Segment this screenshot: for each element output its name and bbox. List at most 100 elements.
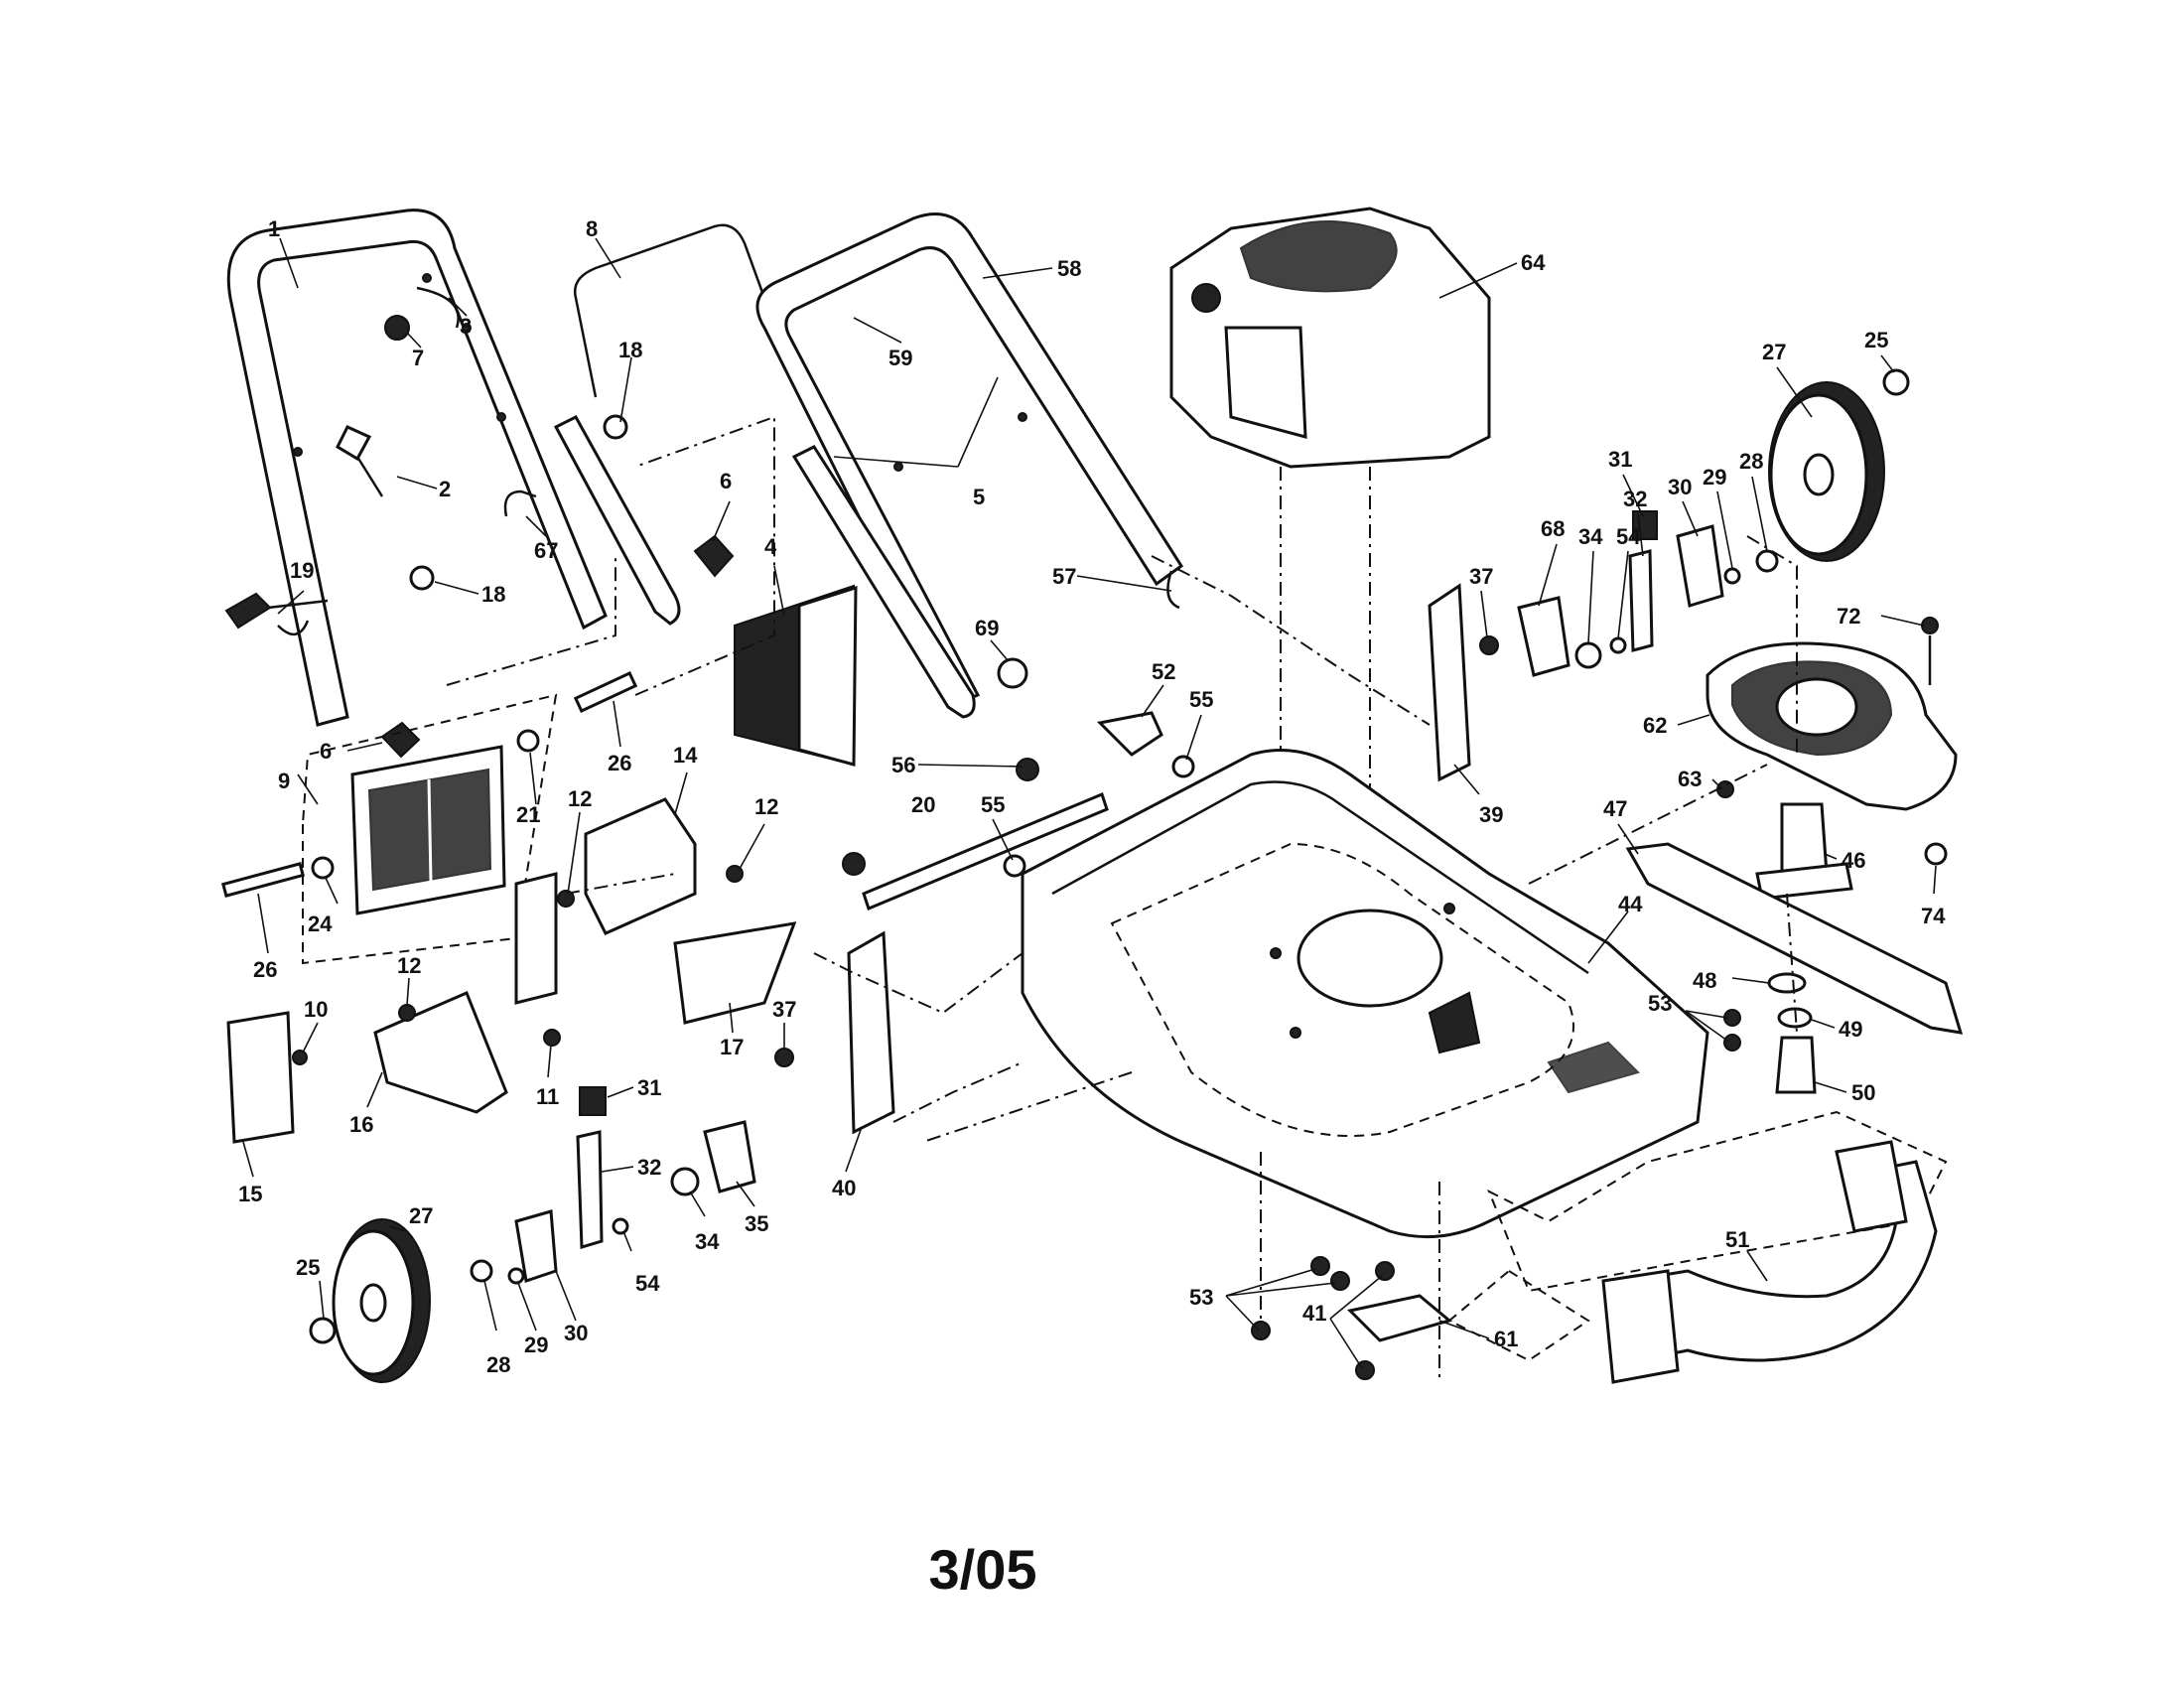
bolt-53b-2	[1330, 1271, 1350, 1291]
callout-14: 14	[673, 743, 698, 768]
callout-5: 5	[973, 485, 985, 509]
grass-bag-4	[734, 584, 858, 767]
callout-46: 46	[1842, 848, 1865, 873]
nut-55b	[1003, 854, 1026, 878]
plate-35	[703, 1120, 756, 1193]
callout-10: 10	[304, 997, 328, 1022]
callout-25a: 25	[296, 1255, 320, 1280]
callout-labels: 1 7 3 8 18 2 67 6 19 18 6 9 26 21 24 26 …	[238, 216, 1946, 1377]
lower-handle-right	[791, 445, 976, 719]
callout-55b: 55	[981, 792, 1005, 817]
wing-knob-6b	[380, 721, 421, 759]
plate-61	[1346, 1294, 1453, 1342]
callout-37a: 37	[772, 997, 796, 1022]
washer-18a	[603, 414, 628, 440]
callout-30a: 30	[564, 1321, 588, 1345]
screw-12b	[726, 865, 744, 883]
bolt-26b	[220, 862, 306, 898]
bolt-53b-1	[1310, 1256, 1330, 1276]
bolt-28b	[1755, 549, 1779, 573]
callout-40: 40	[832, 1176, 856, 1200]
cable-guide-2	[336, 425, 372, 462]
upper-handle-left	[226, 209, 608, 727]
revision-date-code: 3/05	[928, 1538, 1037, 1601]
callout-58: 58	[1057, 256, 1081, 281]
callout-12c: 12	[397, 953, 421, 978]
callout-4: 4	[764, 534, 777, 559]
mower-deck-44	[1021, 749, 1709, 1239]
callout-69: 69	[975, 616, 999, 640]
callout-44: 44	[1618, 892, 1643, 916]
callout-27b: 27	[1762, 340, 1786, 364]
callout-72: 72	[1837, 604, 1860, 629]
washer-29a	[507, 1267, 525, 1285]
callout-16: 16	[349, 1112, 373, 1137]
callout-41: 41	[1302, 1301, 1326, 1326]
bolt-28a	[470, 1259, 493, 1283]
bracket-39	[1428, 583, 1471, 782]
cap-31b	[1632, 510, 1658, 540]
bolt-37b	[1479, 635, 1499, 655]
callout-18a: 18	[618, 338, 642, 362]
arm-32a	[576, 1130, 604, 1249]
control-bar	[573, 223, 766, 398]
callout-54a: 54	[635, 1271, 660, 1296]
callout-63: 63	[1678, 767, 1702, 791]
callout-12a: 12	[568, 786, 592, 811]
mulch-plate-51	[1626, 1160, 1938, 1362]
callout-8: 8	[586, 216, 598, 241]
wing-knob-6a	[693, 534, 735, 578]
plate-68	[1517, 596, 1570, 677]
callout-12b: 12	[754, 794, 778, 819]
callout-48: 48	[1693, 968, 1716, 993]
callout-28b: 28	[1739, 449, 1763, 474]
callout-24: 24	[308, 912, 333, 936]
clip-67	[503, 490, 537, 517]
callout-31b: 31	[1608, 447, 1632, 472]
callout-68: 68	[1541, 516, 1565, 541]
callout-59: 59	[888, 346, 912, 370]
callout-51: 51	[1725, 1227, 1749, 1252]
washer-18b	[409, 565, 435, 591]
nut-74	[1924, 842, 1948, 866]
wheel-27-front	[332, 1218, 431, 1383]
spacer-34b	[1574, 641, 1602, 669]
callout-55a: 55	[1189, 687, 1213, 712]
callout-30b: 30	[1668, 475, 1692, 499]
callout-19: 19	[290, 558, 314, 583]
cable-clip-69	[997, 657, 1028, 689]
rear-door-assembly	[302, 693, 558, 965]
bolt-63	[1716, 780, 1734, 798]
washer-48	[1767, 972, 1807, 994]
blade-adapter-shield-62	[1706, 641, 1958, 811]
blade-bolt-50	[1775, 1036, 1817, 1094]
callout-21: 21	[516, 802, 540, 827]
bolt-53a-2	[1723, 1034, 1741, 1052]
callout-61: 61	[1494, 1327, 1518, 1351]
engine-64	[1169, 207, 1491, 1082]
bracket-40	[847, 930, 895, 1135]
callout-34b: 34	[1578, 524, 1603, 549]
arm-32b	[1628, 549, 1654, 652]
leader-lines	[242, 237, 1937, 1369]
plug-52	[1096, 711, 1163, 757]
callout-18b: 18	[481, 582, 505, 607]
callout-32b: 32	[1623, 487, 1647, 511]
bolt-56b	[842, 852, 866, 876]
callout-15: 15	[238, 1182, 262, 1206]
bracket-15	[226, 1011, 295, 1144]
callout-47: 47	[1603, 796, 1627, 821]
screw-12a	[557, 890, 575, 908]
callout-32a: 32	[637, 1155, 661, 1180]
callout-74: 74	[1921, 904, 1946, 928]
nut-25b	[1882, 368, 1910, 396]
callout-50: 50	[1851, 1080, 1875, 1105]
axle-bracket-30b	[1676, 524, 1724, 608]
bolt-26a	[573, 670, 638, 714]
lower-handle-left	[553, 415, 681, 626]
handle-knob-7	[384, 315, 410, 341]
callout-3: 3	[460, 314, 472, 339]
cable-tie-3	[416, 286, 460, 329]
bracket-12-plate	[514, 872, 558, 1005]
